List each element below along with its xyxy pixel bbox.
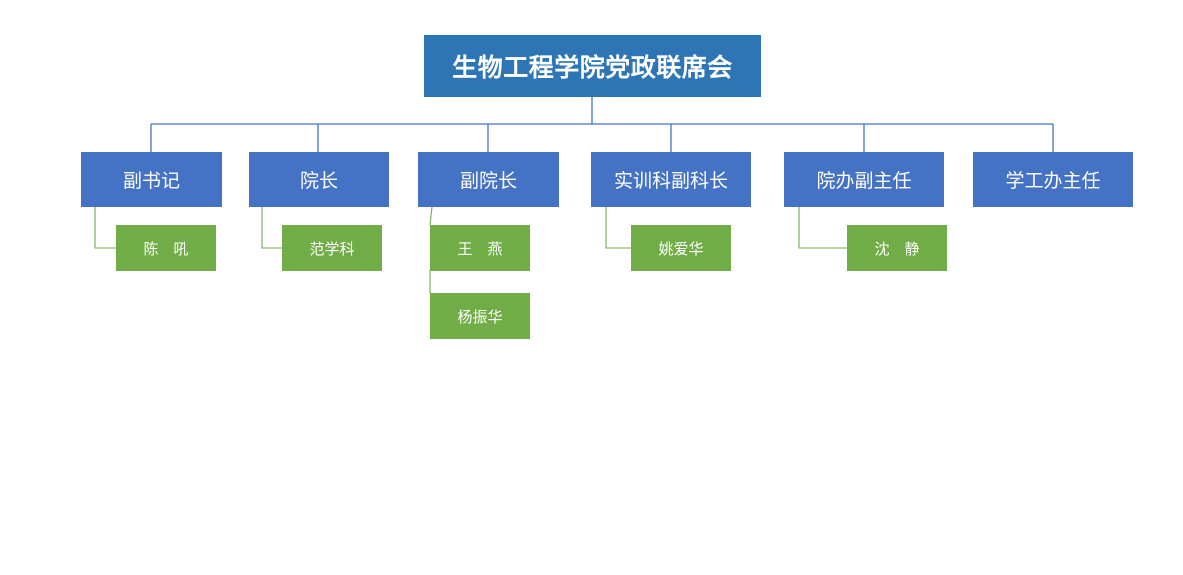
- person-connector-1: [94, 207, 116, 249]
- position-node-1: 副书记: [81, 152, 222, 207]
- person-label: 沈 静: [874, 239, 920, 258]
- person-label: 杨振华: [457, 307, 503, 326]
- person-connector-3: [429, 206, 433, 226]
- person-node-4: 杨振华: [430, 293, 530, 339]
- person-label: 姚爱华: [658, 239, 704, 258]
- person-label: 陈 吼: [143, 239, 189, 258]
- person-connector-6: [798, 207, 847, 249]
- root-label: 生物工程学院党政联席会: [452, 53, 733, 82]
- person-connector-5: [605, 207, 631, 249]
- position-label: 副院长: [459, 170, 517, 192]
- position-node-2: 院长: [249, 152, 389, 207]
- person-node-3: 王 燕: [430, 225, 530, 271]
- position-node-4: 实训科副科长: [591, 152, 751, 207]
- position-label: 实训科副科长: [613, 170, 728, 192]
- person-node-5: 姚爱华: [631, 225, 731, 271]
- person-node-1: 陈 吼: [116, 225, 216, 271]
- position-label: 院长: [299, 170, 338, 192]
- position-label: 学工办主任: [1005, 170, 1101, 192]
- position-node-3: 副院长: [418, 152, 559, 207]
- person-node-2: 范学科: [282, 225, 382, 271]
- person-connector-2: [261, 207, 282, 249]
- person-node-6: 沈 静: [847, 225, 947, 271]
- position-node-5: 院办副主任: [784, 152, 944, 207]
- person-label: 王 燕: [457, 239, 503, 258]
- position-node-6: 学工办主任: [973, 152, 1133, 207]
- root-node: 生物工程学院党政联席会: [424, 35, 761, 97]
- position-label: 院办副主任: [816, 170, 912, 192]
- position-label: 副书记: [122, 170, 180, 192]
- person-label: 范学科: [309, 239, 355, 258]
